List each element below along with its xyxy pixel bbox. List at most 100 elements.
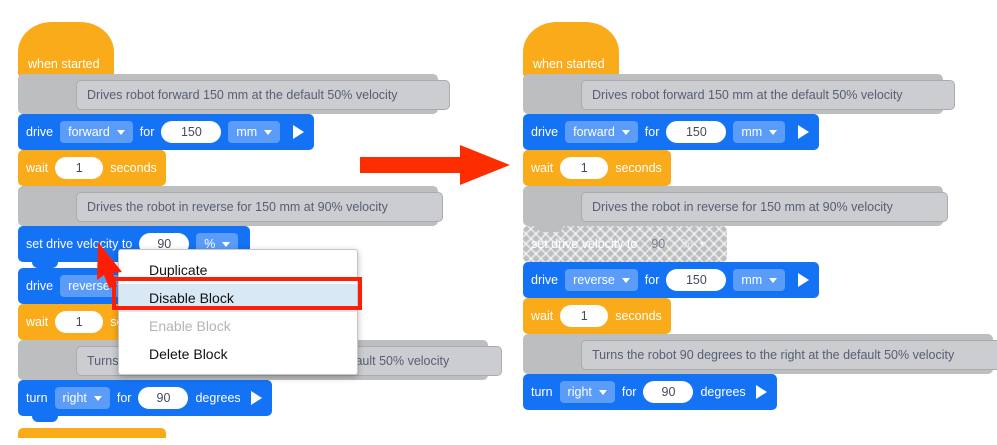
block-drive-forward[interactable]: drive forward for 150 mm [523, 114, 819, 156]
for-label: for [621, 384, 637, 399]
highlight-box-disable-block [112, 277, 362, 310]
play-arrow-icon[interactable] [798, 125, 810, 139]
block-set-drive-velocity-disabled[interactable]: set drive velocity to 90 % [523, 226, 727, 268]
for-label: for [116, 390, 132, 405]
block-notch-top [32, 114, 58, 120]
block-comment[interactable]: Drives robot forward 150 mm at the defau… [18, 74, 450, 120]
context-menu-item-duplicate[interactable]: Duplicate [119, 256, 357, 284]
angle-input[interactable]: 90 [138, 387, 189, 409]
unit-dropdown[interactable]: mm [733, 269, 786, 291]
block-notch-top [537, 374, 563, 380]
block-notch-top [537, 226, 563, 232]
unit-dropdown[interactable]: % [679, 233, 709, 255]
block-keyword: wait [26, 314, 49, 329]
block-keyword: wait [26, 160, 49, 175]
block-keyword: set drive velocity to [26, 236, 133, 251]
block-notch-bottom [32, 416, 58, 422]
distance-input[interactable]: 150 [666, 269, 727, 291]
block-comment[interactable]: Drives robot forward 150 mm at the defau… [523, 74, 955, 120]
comment-text: Drives the robot in reverse for 150 mm a… [581, 192, 948, 222]
direction-dropdown[interactable]: right [54, 387, 110, 409]
unit-value: mm [741, 273, 763, 287]
seconds-label: seconds [110, 160, 157, 175]
direction-value: forward [68, 125, 110, 139]
chevron-down-icon [93, 395, 102, 401]
unit-dropdown[interactable]: mm [733, 121, 786, 143]
block-keyword: wait [531, 308, 554, 323]
block-notch-top [537, 262, 563, 268]
after-state-panel: when started Drives robot forward 150 mm… [505, 0, 997, 445]
for-label: for [644, 124, 660, 139]
degrees-label: degrees [700, 384, 746, 399]
block-notch-top [32, 74, 58, 80]
block-notch-top [537, 74, 563, 80]
block-wait[interactable]: wait 1 seconds [523, 150, 671, 192]
block-notch-top [32, 304, 58, 310]
block-drive-forward[interactable]: drive forward for 150 mm [18, 114, 314, 156]
seconds-input[interactable]: 1 [560, 305, 609, 327]
block-notch-top [537, 298, 563, 304]
direction-dropdown[interactable]: reverse [565, 269, 638, 291]
menu-item-label: Enable Block [149, 318, 231, 334]
direction-value: forward [573, 125, 615, 139]
angle-input[interactable]: 90 [643, 381, 694, 403]
chevron-down-icon [699, 241, 708, 247]
menu-item-label: Delete Block [149, 346, 228, 362]
block-notch-top [537, 186, 563, 192]
play-arrow-icon[interactable] [755, 385, 767, 399]
context-menu-item-delete-block[interactable]: Delete Block [119, 340, 357, 368]
block-when-started[interactable]: when started [523, 22, 619, 84]
unit-value: mm [236, 125, 258, 139]
block-notch-top [537, 150, 563, 156]
block-drive-reverse[interactable]: drive reverse for 150 mm [523, 262, 819, 304]
chevron-down-icon [116, 129, 125, 135]
seconds-input[interactable]: 1 [55, 157, 104, 179]
block-wait[interactable]: wait 1 seconds [523, 298, 671, 340]
degrees-label: degrees [195, 390, 241, 405]
direction-value: reverse [68, 279, 110, 293]
block-notch-top [32, 226, 58, 232]
mouse-pointer-icon [97, 242, 122, 288]
unit-value: mm [741, 125, 763, 139]
block-wait[interactable]: wait 1 seconds [18, 150, 166, 192]
block-notch-top [537, 334, 563, 340]
play-arrow-icon[interactable] [250, 391, 262, 405]
unit-dropdown[interactable]: mm [228, 121, 281, 143]
seconds-input[interactable]: 1 [560, 157, 609, 179]
block-keyword: drive [26, 278, 54, 293]
block-partial-clipped[interactable] [18, 428, 166, 438]
direction-dropdown[interactable]: forward [565, 121, 638, 143]
comment-text: Drives the robot in reverse for 150 mm a… [76, 192, 443, 222]
block-turn-right[interactable]: turn right for 90 degrees [18, 380, 272, 422]
block-comment[interactable]: Drives the robot in reverse for 150 mm a… [18, 186, 443, 232]
distance-input[interactable]: 150 [161, 121, 222, 143]
seconds-label: seconds [615, 308, 662, 323]
block-comment[interactable]: Drives the robot in reverse for 150 mm a… [523, 186, 948, 232]
distance-input[interactable]: 150 [666, 121, 727, 143]
chevron-down-icon [222, 241, 231, 247]
direction-dropdown[interactable]: forward [60, 121, 133, 143]
block-label: when started [28, 57, 100, 71]
block-label: when started [533, 57, 605, 71]
block-notch-bottom [32, 262, 58, 268]
play-arrow-icon[interactable] [798, 273, 810, 287]
block-partial-clipped-notch [32, 428, 58, 434]
menu-item-label: Duplicate [149, 262, 208, 278]
play-arrow-icon[interactable] [293, 125, 305, 139]
before-state-panel: when started Drives robot forward 150 mm… [0, 0, 502, 445]
block-comment[interactable]: Turns the robot 90 degrees to the right … [523, 334, 997, 380]
unit-value: % [204, 237, 216, 251]
chevron-down-icon [598, 389, 607, 395]
chevron-down-icon [769, 277, 778, 283]
direction-value: right [567, 385, 592, 399]
block-when-started[interactable]: when started [18, 22, 114, 84]
seconds-input[interactable]: 1 [55, 311, 104, 333]
block-turn-right[interactable]: turn right for 90 degrees [523, 374, 777, 410]
block-notch-top [32, 340, 58, 346]
context-menu-item-enable-block: Enable Block [119, 312, 357, 340]
velocity-input[interactable]: 90 [651, 237, 666, 251]
direction-dropdown[interactable]: right [559, 381, 615, 403]
block-context-menu[interactable]: Duplicate Disable Block Enable Block Del… [118, 249, 358, 375]
comment-text: Drives robot forward 150 mm at the defau… [581, 80, 955, 110]
